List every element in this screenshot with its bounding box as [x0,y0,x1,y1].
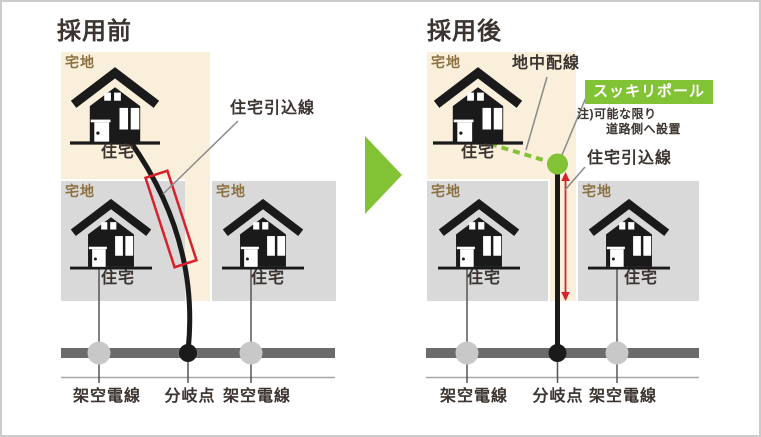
house-label: 住宅 [250,270,286,287]
service-wire-label-after: 住宅引込線 [587,150,673,167]
gray-junction-dot-icon [239,341,263,365]
gray-junction-dot-icon [605,341,629,365]
house-label: 住宅 [466,270,502,287]
service-wire-before [127,138,193,354]
service-wire-label-before: 住宅引込線 [230,100,316,117]
land-label: 宅地 [65,54,95,70]
note-line2: 道路側へ設置 [606,122,682,136]
title-before: 採用前 [57,18,132,45]
branch-point-label: 分岐点 [532,388,584,405]
underground-wiring-dashed-line [489,142,551,164]
pointer-line-sukkiri-pole [561,94,588,156]
underground-wiring-label: 地中配線 [512,55,581,72]
pointer-line-service-wire-before [162,120,239,195]
land-corridor-after [550,179,576,301]
branch-dot-icon [548,344,567,362]
land-label: 宅地 [65,183,95,199]
gray-junction-dot-icon [87,341,111,365]
house-label: 住宅 [100,270,136,287]
branch-dot-icon [179,344,197,362]
service-wire-extent-arrow [561,172,570,301]
pointer-line-underground-wiring [525,76,548,151]
overhead-wire-label: 架空電線 [222,388,292,405]
overhead-line-bar-before [61,348,335,358]
overhead-wire-label: 架空電線 [588,388,658,405]
overhead-wire-label: 架空電線 [439,388,509,405]
green-pole-dot-icon [547,153,568,175]
pointer-line-service-wire-after [564,166,586,191]
land-label: 宅地 [582,183,612,199]
sukkiri-pole-badge: スッキリポール [585,80,714,104]
house-label: 住宅 [460,144,496,161]
land-label: 宅地 [431,54,461,70]
house-label: 住宅 [623,270,659,287]
note-line1: 注)可能な限り [577,107,657,121]
overhead-wire-label: 架空電線 [72,388,142,405]
highlight-box [143,169,199,269]
right-arrow-icon [365,136,402,214]
gray-junction-dot-icon [455,341,479,365]
house-label: 住宅 [100,144,136,161]
title-after: 採用後 [427,18,502,45]
land-label: 宅地 [431,183,461,199]
land-label: 宅地 [216,183,246,199]
branch-point-label: 分岐点 [164,388,216,405]
